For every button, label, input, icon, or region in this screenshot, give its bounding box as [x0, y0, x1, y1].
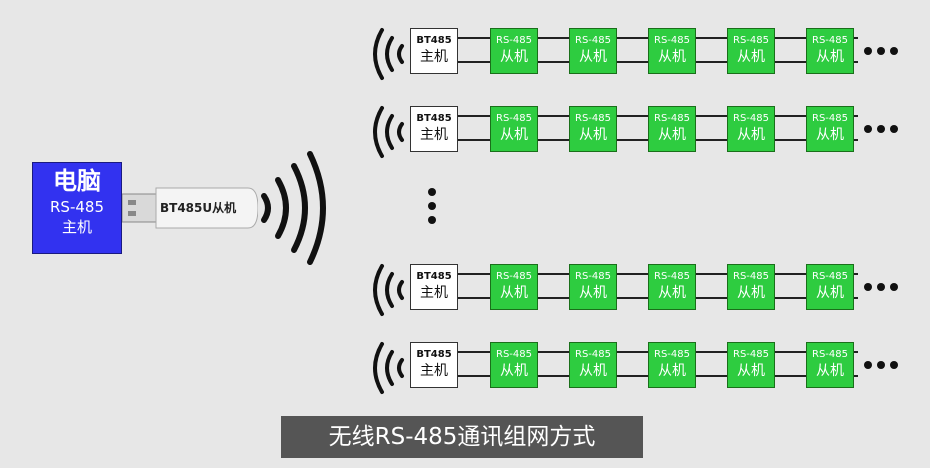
- slave-role: 从机: [816, 363, 844, 379]
- slave-role: 从机: [816, 49, 844, 65]
- pc-title: 电脑: [53, 167, 101, 195]
- rs485-slave-box: RS-485 从机: [727, 106, 775, 152]
- slave-protocol: RS-485: [812, 35, 848, 46]
- rs485-slave-box: RS-485 从机: [727, 28, 775, 74]
- master-model: BT485: [416, 113, 452, 124]
- slave-protocol: RS-485: [812, 113, 848, 124]
- rs485-slave-box: RS-485 从机: [727, 264, 775, 310]
- ellipsis-icon: [864, 125, 903, 133]
- row-wifi-icon: [373, 264, 404, 316]
- slave-protocol: RS-485: [575, 113, 611, 124]
- slave-protocol: RS-485: [496, 113, 532, 124]
- rs485-slave-box: RS-485 从机: [806, 264, 854, 310]
- slave-role: 从机: [816, 285, 844, 301]
- slave-protocol: RS-485: [654, 35, 690, 46]
- rs485-slave-box: RS-485 从机: [490, 106, 538, 152]
- slave-protocol: RS-485: [654, 349, 690, 360]
- slave-protocol: RS-485: [733, 113, 769, 124]
- slave-protocol: RS-485: [733, 35, 769, 46]
- slave-protocol: RS-485: [496, 271, 532, 282]
- ellipsis-icon: [864, 47, 903, 55]
- slave-role: 从机: [500, 363, 528, 379]
- slave-protocol: RS-485: [496, 35, 532, 46]
- slave-role: 从机: [658, 127, 686, 143]
- rs485-slave-box: RS-485 从机: [806, 106, 854, 152]
- master-role: 主机: [420, 285, 448, 301]
- pc-role: 主机: [61, 218, 92, 236]
- slave-protocol: RS-485: [812, 349, 848, 360]
- rs485-slave-box: RS-485 从机: [569, 106, 617, 152]
- slave-role: 从机: [737, 49, 765, 65]
- ellipsis-icon: [864, 361, 903, 369]
- row-wifi-icon: [373, 106, 404, 158]
- rs485-slave-box: RS-485 从机: [648, 28, 696, 74]
- master-role: 主机: [420, 49, 448, 65]
- slave-role: 从机: [579, 363, 607, 379]
- bt485-master-box: BT485 主机: [410, 106, 458, 152]
- slave-protocol: RS-485: [733, 349, 769, 360]
- row-wifi-icon: [373, 342, 404, 394]
- slave-role: 从机: [579, 127, 607, 143]
- rs485-slave-box: RS-485 从机: [806, 28, 854, 74]
- master-role: 主机: [420, 363, 448, 379]
- rs485-slave-box: RS-485 从机: [490, 264, 538, 310]
- pc-protocol: RS-485: [50, 198, 104, 216]
- slave-role: 从机: [500, 49, 528, 65]
- slave-role: 从机: [658, 363, 686, 379]
- bt485-master-box: BT485 主机: [410, 264, 458, 310]
- slave-protocol: RS-485: [575, 271, 611, 282]
- slave-role: 从机: [737, 363, 765, 379]
- slave-role: 从机: [579, 285, 607, 301]
- bt485-master-box: BT485 主机: [410, 342, 458, 388]
- slave-protocol: RS-485: [496, 349, 532, 360]
- slave-role: 从机: [500, 285, 528, 301]
- slave-protocol: RS-485: [812, 271, 848, 282]
- master-model: BT485: [416, 349, 452, 360]
- master-model: BT485: [416, 35, 452, 46]
- rs485-slave-box: RS-485 从机: [648, 342, 696, 388]
- slave-role: 从机: [500, 127, 528, 143]
- rs485-slave-box: RS-485 从机: [648, 264, 696, 310]
- slave-protocol: RS-485: [654, 271, 690, 282]
- slave-protocol: RS-485: [575, 35, 611, 46]
- slave-role: 从机: [579, 49, 607, 65]
- rs485-slave-box: RS-485 从机: [490, 28, 538, 74]
- ellipsis-icon: [864, 283, 903, 291]
- slave-protocol: RS-485: [654, 113, 690, 124]
- slave-role: 从机: [737, 127, 765, 143]
- rs485-slave-box: RS-485 从机: [569, 264, 617, 310]
- master-model: BT485: [416, 271, 452, 282]
- rs485-slave-box: RS-485 从机: [569, 28, 617, 74]
- slave-role: 从机: [658, 285, 686, 301]
- bt485-master-box: BT485 主机: [410, 28, 458, 74]
- slave-protocol: RS-485: [733, 271, 769, 282]
- slave-role: 从机: [658, 49, 686, 65]
- more-rows-ellipsis-icon: [428, 188, 436, 230]
- slave-role: 从机: [816, 127, 844, 143]
- row-wifi-icon: [373, 28, 404, 80]
- usb-label: BT485U从机: [160, 201, 237, 215]
- wifi-waves-icon: [261, 151, 326, 265]
- rs485-slave-box: RS-485 从机: [806, 342, 854, 388]
- slave-protocol: RS-485: [575, 349, 611, 360]
- caption: 无线RS-485通讯组网方式: [281, 416, 643, 458]
- pc-rs485-master: 电脑 RS-485 主机: [32, 162, 122, 254]
- rs485-slave-box: RS-485 从机: [490, 342, 538, 388]
- master-role: 主机: [420, 127, 448, 143]
- slave-role: 从机: [737, 285, 765, 301]
- rs485-slave-box: RS-485 从机: [648, 106, 696, 152]
- rs485-slave-box: RS-485 从机: [727, 342, 775, 388]
- rs485-slave-box: RS-485 从机: [569, 342, 617, 388]
